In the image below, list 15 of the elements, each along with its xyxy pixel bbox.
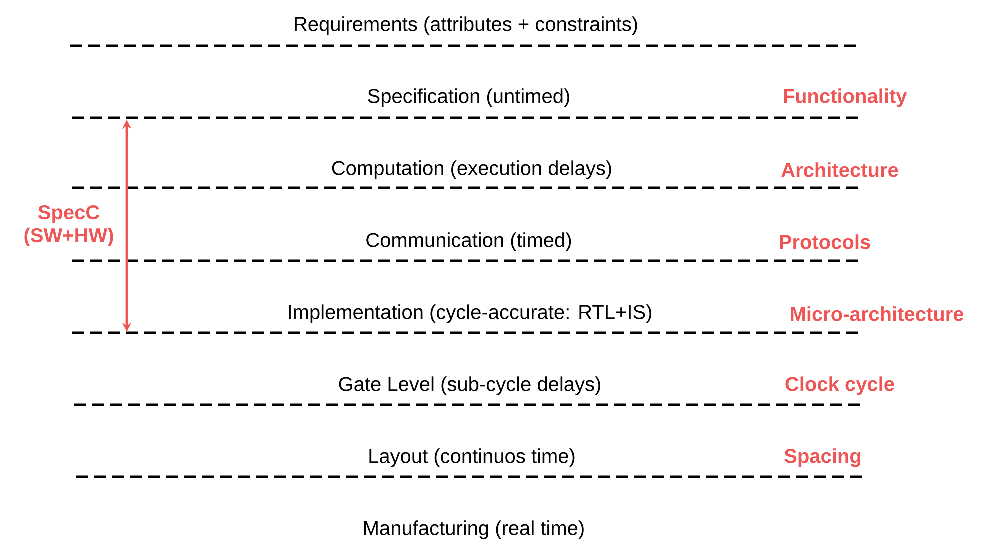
level-label: Gate Level (sub-cycle delays) (339, 376, 600, 396)
layer-name: Functionality (784, 88, 908, 108)
level-label: Specification (untimed) (368, 88, 570, 108)
level-label: Requirements (attributes + constraints) (295, 16, 638, 36)
layer-name: Clock cycle (786, 376, 894, 396)
language-label: SpecC (SW+HW) (24, 205, 114, 247)
level-label: Communication (timed) (366, 232, 572, 252)
layer-name: Spacing (784, 448, 861, 468)
level-label: Manufacturing (real time) (364, 520, 584, 540)
layer-name: Micro-architecture (791, 306, 964, 322)
level-label: Implementation (cycle-accurate: RTL+IS) (289, 304, 652, 324)
layer-name: Architecture (782, 162, 898, 178)
level-label: Layout (continuos time) (370, 448, 575, 468)
level-label: Computation (execution delays) (332, 160, 612, 180)
layer-name: Protocols (780, 234, 870, 250)
